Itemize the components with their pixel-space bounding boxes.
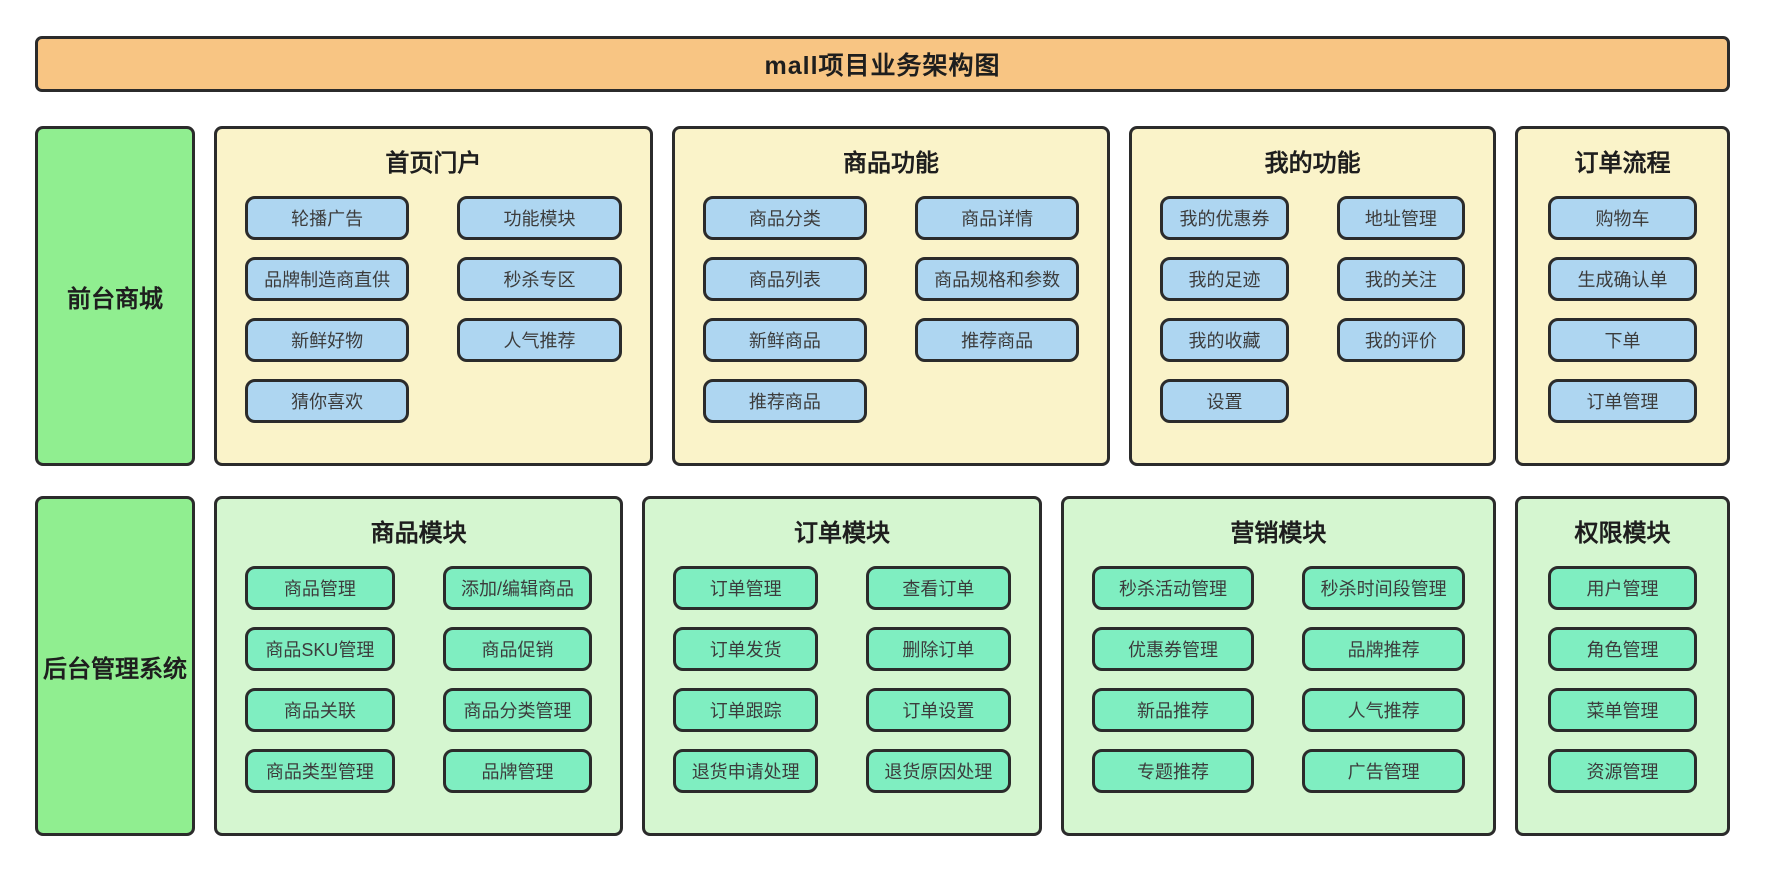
diagram-node: 秒杀活动管理 xyxy=(1091,566,1255,610)
node-grid: 我的优惠券 地址管理我的足迹 我的关注我的收藏 我的评价设置 xyxy=(1132,196,1493,423)
diagram-node: 优惠券管理 xyxy=(1091,627,1255,671)
panel-order-module: 订单模块订单管理 查看订单订单发货 删除订单订单跟踪 订单设置退货申请处理 退货原因处理 xyxy=(642,496,1042,836)
diagram-node: 商品类型管理 xyxy=(245,749,395,793)
panel-order-flow: 订单流程购物车生成确认单下单订单管理 xyxy=(1515,126,1731,466)
diagram-node: 新鲜商品 xyxy=(702,318,867,362)
diagram-node: 购物车 xyxy=(1548,196,1698,240)
panel-product-module: 商品模块商品管理 添加/编辑商品商品SKU管理 商品促销商品关联 商品分类管理商品类型… xyxy=(214,496,624,836)
diagram-node: 我的关注 xyxy=(1336,257,1466,301)
diagram-node: 商品管理 xyxy=(245,566,395,610)
diagram-node: 我的评价 xyxy=(1336,318,1466,362)
diagram-node: 设置 xyxy=(1160,379,1289,423)
tier-backend-admin: 后台管理系统 商品模块商品管理 添加/编辑商品商品SKU管理 商品促销商品关联 商品分类… xyxy=(35,496,1731,836)
diagram-node: 订单设置 xyxy=(866,688,1011,732)
diagram-node: 订单管理 xyxy=(673,566,819,610)
node-grid: 轮播广告 功能模块品牌制造商直供 秒杀专区新鲜好物 人气推荐猜你喜欢 xyxy=(217,196,650,423)
diagram-node: 人气推荐 xyxy=(457,318,622,362)
node-grid: 购物车生成确认单下单订单管理 xyxy=(1518,196,1727,423)
diagram-node: 菜单管理 xyxy=(1548,688,1698,732)
tier-label-backend-admin: 后台管理系统 xyxy=(35,496,195,836)
page-title: mall项目业务架构图 xyxy=(764,52,1001,80)
diagram-node: 人气推荐 xyxy=(1302,688,1466,732)
diagram-node: 商品SKU管理 xyxy=(245,627,395,671)
node-grid: 订单管理 查看订单订单发货 删除订单订单跟踪 订单设置退货申请处理 退货原因处理 xyxy=(645,566,1038,793)
diagram-node: 品牌制造商直供 xyxy=(245,257,410,301)
diagram-node: 生成确认单 xyxy=(1548,257,1698,301)
diagram-node: 秒杀时间段管理 xyxy=(1302,566,1466,610)
panel-title-product-module: 商品模块 xyxy=(370,520,467,547)
diagram-node: 专题推荐 xyxy=(1091,749,1255,793)
diagram-node: 角色管理 xyxy=(1548,627,1698,671)
diagram-node: 删除订单 xyxy=(866,627,1011,671)
panel-home-portal: 首页门户轮播广告 功能模块品牌制造商直供 秒杀专区新鲜好物 人气推荐猜你喜欢 xyxy=(214,126,653,466)
diagram-node: 秒杀专区 xyxy=(457,257,622,301)
diagram-node: 新鲜好物 xyxy=(245,318,410,362)
panel-title-permission-module: 权限模块 xyxy=(1574,520,1671,547)
diagram-node: 商品详情 xyxy=(915,196,1080,240)
tier-label-frontend-mall: 前台商城 xyxy=(35,126,195,466)
diagram-node: 商品关联 xyxy=(245,688,395,732)
diagram-node: 下单 xyxy=(1548,318,1698,362)
diagram-title-bar: mall项目业务架构图 xyxy=(35,36,1730,92)
diagram-node: 推荐商品 xyxy=(702,379,867,423)
panel-title-my-features: 我的功能 xyxy=(1264,150,1361,177)
node-grid: 秒杀活动管理 秒杀时间段管理优惠券管理 品牌推荐新品推荐 人气推荐专题推荐 广告管理 xyxy=(1064,566,1493,793)
diagram-node: 商品促销 xyxy=(442,627,593,671)
panel-title-order-flow: 订单流程 xyxy=(1574,150,1671,177)
diagram-node: 新品推荐 xyxy=(1091,688,1255,732)
diagram-node: 猜你喜欢 xyxy=(245,379,410,423)
diagram-node: 订单跟踪 xyxy=(673,688,819,732)
diagram-node: 功能模块 xyxy=(457,196,622,240)
diagram-node: 资源管理 xyxy=(1548,749,1698,793)
diagram-node: 轮播广告 xyxy=(245,196,410,240)
diagram-node: 订单管理 xyxy=(1548,379,1698,423)
panel-title-order-module: 订单模块 xyxy=(794,520,891,547)
diagram-node: 添加/编辑商品 xyxy=(442,566,593,610)
panel-title-home-portal: 首页门户 xyxy=(385,150,482,177)
diagram-node: 商品列表 xyxy=(702,257,867,301)
diagram-node: 推荐商品 xyxy=(915,318,1080,362)
diagram-node: 商品规格和参数 xyxy=(915,257,1080,301)
diagram-node: 地址管理 xyxy=(1336,196,1466,240)
diagram-node: 广告管理 xyxy=(1302,749,1466,793)
diagram-tiers: 前台商城首页门户轮播广告功能模块品牌制造商直供秒杀专区新鲜好物人气推荐猜你喜欢商… xyxy=(35,126,1731,836)
diagram-node: 我的优惠券 xyxy=(1160,196,1289,240)
panel-title-product-features: 商品功能 xyxy=(843,150,939,177)
node-grid: 商品管理 添加/编辑商品商品SKU管理 商品促销商品关联 商品分类管理商品类型管理 品牌… xyxy=(217,566,620,793)
diagram-node: 品牌管理 xyxy=(442,749,593,793)
panel-my-features: 我的功能我的优惠券 地址管理我的足迹 我的关注我的收藏 我的评价设置 xyxy=(1129,126,1497,466)
diagram-node: 我的收藏 xyxy=(1160,318,1289,362)
tier-frontend-mall: 前台商城 首页门户轮播广告 功能模块品牌制造商直供 秒杀专区新鲜好物 人气推荐猜你喜欢 商… xyxy=(35,126,1731,466)
node-grid: 商品分类商品详情商品列表商品规格和参数新鲜商品推荐商品推荐商品 xyxy=(675,196,1108,423)
diagram-node: 退货原因处理 xyxy=(866,749,1011,793)
panel-title-marketing-module: 营销模块 xyxy=(1230,520,1327,547)
diagram-node: 退货申请处理 xyxy=(673,749,819,793)
diagram-node: 订单发货 xyxy=(673,627,819,671)
diagram-node: 品牌推荐 xyxy=(1302,627,1466,671)
diagram-node: 用户管理 xyxy=(1548,566,1698,610)
diagram-node: 商品分类管理 xyxy=(442,688,593,732)
diagram-node: 我的足迹 xyxy=(1160,257,1289,301)
diagram-node: 商品分类 xyxy=(702,196,867,240)
node-grid: 用户管理角色管理菜单管理资源管理 xyxy=(1518,566,1727,793)
panel-product-features: 商品功能商品分类商品详情商品列表商品规格和参数新鲜商品推荐商品推荐商品 xyxy=(671,126,1111,466)
diagram-node: 查看订单 xyxy=(866,566,1011,610)
panel-marketing-module: 营销模块秒杀活动管理 秒杀时间段管理优惠券管理 品牌推荐新品推荐 人气推荐专题推荐 广告… xyxy=(1060,496,1497,836)
panel-permission-module: 权限模块用户管理角色管理菜单管理资源管理 xyxy=(1515,496,1731,836)
